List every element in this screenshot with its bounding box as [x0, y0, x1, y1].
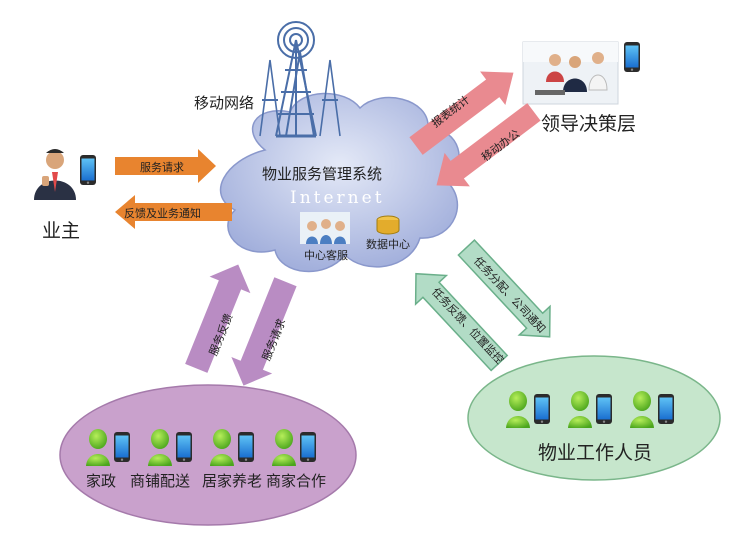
- service-request-label: 服务请求: [140, 161, 184, 174]
- feedback-notification-label: 反馈及业务通知: [124, 207, 201, 220]
- task-assignment-arrow: [457, 239, 551, 338]
- report-statistics-arrow: [409, 71, 514, 155]
- feedback-notification-arrow: [115, 195, 232, 229]
- service-request-arrow: [115, 149, 216, 183]
- mobile-network-label: 移动网络: [194, 94, 255, 112]
- internet-label: Internet: [290, 188, 385, 208]
- data-center-icon: [376, 215, 400, 235]
- staff-group: [467, 355, 721, 481]
- service-item-shop-delivery: 商铺配送: [130, 472, 191, 490]
- task-feedback-arrow: [414, 272, 509, 372]
- data-center-label: 数据中心: [366, 238, 410, 251]
- customer-service-label: 中心客服: [304, 249, 348, 262]
- antenna-tower-icon: [259, 21, 341, 138]
- service-request-down-arrow: [231, 277, 297, 386]
- owner-label: 业主: [42, 220, 81, 242]
- customer-service-icon: [300, 212, 350, 244]
- businessman-phone-icon: [34, 149, 96, 200]
- service-item-merchant-partner: 商家合作: [266, 472, 327, 490]
- staff-label: 物业工作人员: [538, 442, 653, 464]
- office-team-photo-icon: [522, 41, 640, 105]
- mobile-office-arrow: [436, 103, 541, 187]
- service-item-housekeeping: 家政: [86, 472, 117, 490]
- service-item-elderly-care: 居家养老: [202, 472, 263, 490]
- leaders-label: 领导决策层: [541, 113, 637, 135]
- service-feedback-arrow: [185, 264, 251, 373]
- services-group: [59, 384, 357, 526]
- system-title: 物业服务管理系统: [262, 165, 383, 183]
